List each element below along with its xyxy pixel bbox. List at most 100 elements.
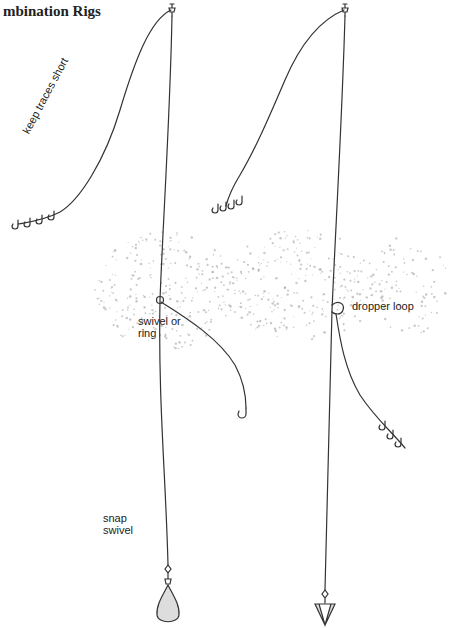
speckle bbox=[135, 294, 136, 295]
speckle bbox=[413, 324, 415, 326]
speckle bbox=[307, 263, 308, 264]
speckle bbox=[412, 259, 414, 261]
speckle bbox=[195, 287, 197, 289]
speckle bbox=[263, 290, 266, 293]
speckle bbox=[314, 247, 315, 248]
speckle bbox=[349, 280, 351, 282]
speckle bbox=[130, 304, 131, 305]
speckle bbox=[208, 329, 210, 331]
speckle bbox=[100, 281, 102, 283]
speckle bbox=[168, 278, 170, 280]
speckle bbox=[250, 306, 251, 307]
speckle bbox=[151, 304, 152, 305]
speckle bbox=[255, 329, 256, 330]
speckle bbox=[273, 298, 274, 299]
speckle bbox=[191, 300, 193, 302]
speckle bbox=[425, 315, 426, 316]
speckle bbox=[103, 302, 104, 303]
speckle bbox=[342, 315, 343, 316]
speckle bbox=[138, 241, 139, 242]
hook bbox=[228, 200, 234, 209]
speckle bbox=[186, 264, 188, 266]
hook bbox=[236, 196, 242, 205]
speckle bbox=[247, 314, 249, 316]
speckle bbox=[169, 284, 170, 285]
speckle bbox=[431, 293, 433, 295]
speckle bbox=[142, 237, 143, 238]
speckle bbox=[351, 296, 354, 299]
speckle bbox=[380, 290, 383, 293]
speckle bbox=[220, 308, 222, 310]
title: mbination Rigs bbox=[3, 3, 101, 20]
speckle bbox=[384, 318, 386, 320]
speckle bbox=[177, 307, 178, 308]
speckle bbox=[247, 264, 249, 266]
speckle bbox=[273, 300, 275, 302]
speckle bbox=[263, 252, 265, 254]
speckle bbox=[173, 347, 175, 349]
speckle bbox=[304, 312, 306, 314]
speckle bbox=[334, 282, 335, 283]
speckle bbox=[153, 261, 154, 262]
speckle bbox=[275, 277, 278, 280]
speckle bbox=[131, 278, 133, 280]
speckle bbox=[268, 293, 269, 294]
speckle bbox=[169, 240, 170, 241]
speckle bbox=[112, 256, 114, 258]
speckle bbox=[277, 307, 279, 309]
speckle bbox=[184, 297, 185, 298]
speckle bbox=[202, 270, 204, 272]
speckle bbox=[294, 251, 295, 252]
speckle bbox=[444, 292, 447, 295]
speckle bbox=[311, 258, 312, 259]
speckle bbox=[298, 278, 299, 279]
speckle bbox=[114, 250, 116, 252]
speckle bbox=[176, 235, 177, 236]
speckle bbox=[159, 245, 161, 247]
speckle bbox=[263, 296, 264, 297]
hook bbox=[395, 438, 401, 447]
hook bbox=[12, 220, 18, 229]
speckle bbox=[256, 320, 258, 322]
speckle bbox=[189, 312, 191, 314]
speckle bbox=[384, 252, 386, 254]
speckle bbox=[234, 290, 235, 291]
speckle bbox=[425, 293, 427, 295]
speckle bbox=[423, 286, 425, 288]
speckle bbox=[225, 315, 227, 317]
speckle bbox=[372, 274, 375, 277]
speckle bbox=[221, 263, 223, 265]
speckle bbox=[340, 316, 341, 317]
speckle bbox=[328, 276, 330, 278]
speckle bbox=[169, 288, 171, 290]
speckle bbox=[225, 267, 227, 269]
speckle bbox=[181, 286, 183, 288]
speckle bbox=[293, 292, 295, 294]
speckle bbox=[403, 271, 404, 272]
speckle bbox=[338, 305, 339, 306]
speckle bbox=[311, 338, 313, 340]
speckle bbox=[136, 254, 138, 256]
speckle bbox=[281, 297, 282, 298]
speckle bbox=[299, 268, 301, 270]
speckle bbox=[313, 266, 315, 268]
speckle bbox=[116, 259, 117, 260]
speckle bbox=[234, 311, 236, 313]
speckle bbox=[134, 271, 136, 273]
speckle bbox=[135, 300, 137, 302]
speckle bbox=[280, 261, 281, 262]
speckle bbox=[360, 271, 362, 273]
speckle bbox=[277, 258, 278, 259]
speckle bbox=[155, 311, 156, 312]
speckle bbox=[97, 298, 99, 300]
speckle bbox=[380, 297, 383, 300]
speckle bbox=[353, 256, 355, 258]
speckle bbox=[237, 259, 238, 260]
speckle bbox=[111, 291, 112, 292]
speckle bbox=[223, 284, 225, 286]
speckle bbox=[422, 317, 424, 319]
speckle bbox=[276, 295, 278, 297]
speckle bbox=[197, 291, 198, 292]
speckle bbox=[214, 249, 216, 251]
speckle bbox=[116, 311, 117, 312]
